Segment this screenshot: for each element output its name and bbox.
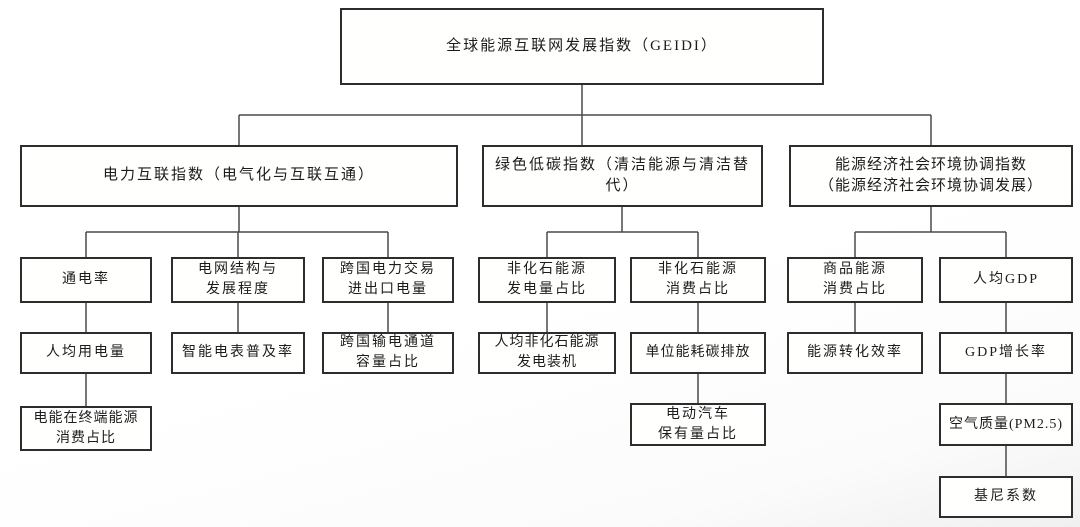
node-geidi-index: 全球能源互联网发展指数（GEIDI） — [340, 8, 824, 85]
node-electricity-share-final-consumption: 电能在终端能源 消费占比 — [20, 406, 152, 451]
node-energy-conversion-efficiency: 能源转化效率 — [787, 332, 923, 374]
node-carbon-emission-per-unit-energy: 单位能耗碳排放 — [630, 332, 766, 374]
node-grid-structure-development: 电网结构与 发展程度 — [171, 257, 305, 303]
node-cross-border-power-trade-volume: 跨国电力交易 进出口电量 — [322, 257, 454, 303]
node-green-low-carbon-index: 绿色低碳指数（清洁能源与清洁替代） — [482, 145, 763, 207]
node-smart-meter-penetration: 智能电表普及率 — [171, 332, 305, 374]
node-gdp-growth-rate: GDP增长率 — [939, 332, 1073, 374]
node-non-fossil-generation-share: 非化石能源 发电量占比 — [478, 257, 616, 303]
node-commodity-energy-consumption-share: 商品能源 消费占比 — [787, 257, 923, 303]
node-power-interconnection-index: 电力互联指数（电气化与互联互通） — [20, 145, 458, 207]
node-gini-coefficient: 基尼系数 — [939, 476, 1073, 518]
node-energy-economy-society-environment-index: 能源经济社会环境协调指数 （能源经济社会环境协调发展） — [789, 145, 1073, 207]
node-cross-border-transmission-capacity-share: 跨国输电通道 容量占比 — [322, 332, 454, 374]
node-electrification-rate: 通电率 — [20, 257, 152, 303]
node-ev-ownership-share: 电动汽车 保有量占比 — [630, 403, 766, 446]
node-per-capita-electricity-consumption: 人均用电量 — [20, 332, 152, 374]
node-gdp-per-capita: 人均GDP — [939, 257, 1073, 303]
node-non-fossil-consumption-share: 非化石能源 消费占比 — [630, 257, 766, 303]
node-air-quality-pm25: 空气质量(PM2.5) — [939, 403, 1073, 446]
node-per-capita-non-fossil-installed-capacity: 人均非化石能源 发电装机 — [478, 332, 616, 374]
